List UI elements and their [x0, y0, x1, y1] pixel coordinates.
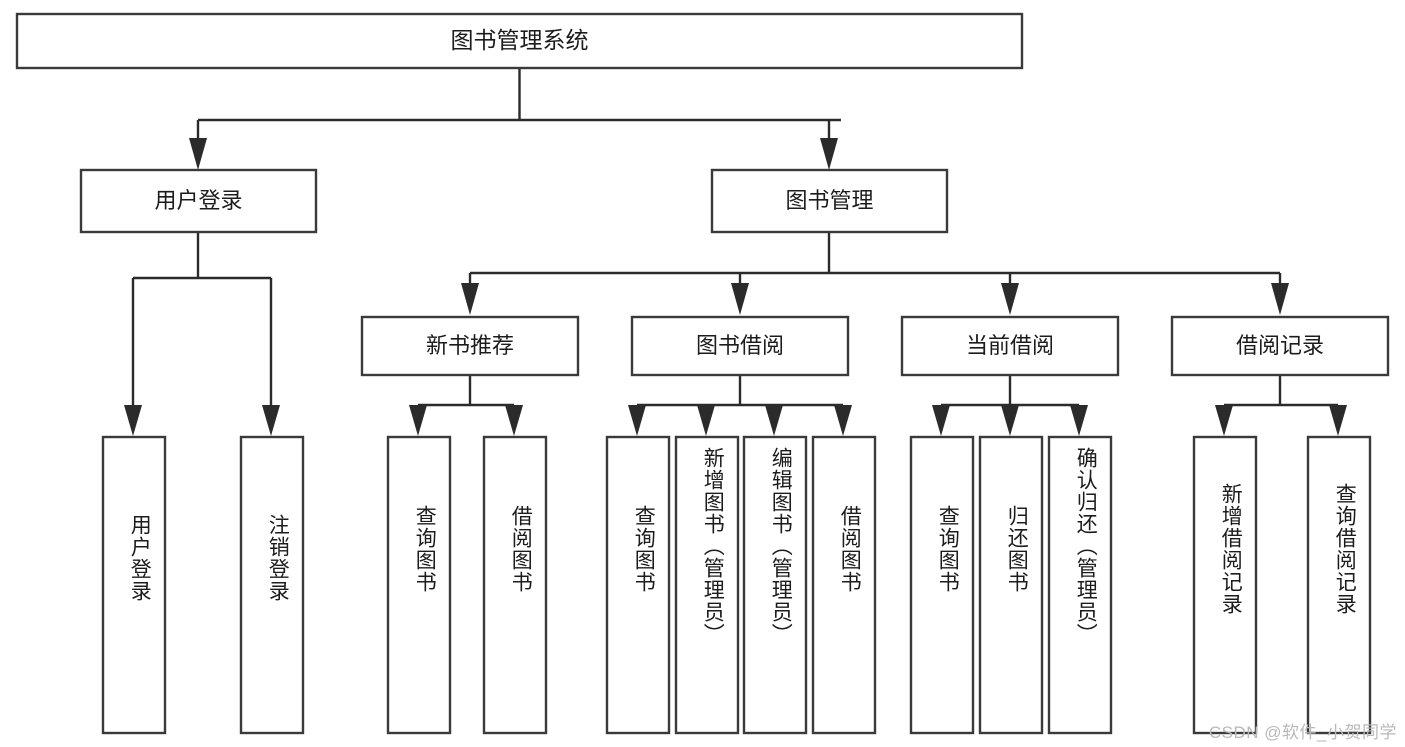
node-box-book-management[interactable] — [710, 168, 949, 234]
csdn-watermark: CSDN @软件_小贺同学 — [1208, 723, 1397, 742]
node-label-user-login: 用户登录 — [154, 188, 242, 213]
node-label-book-borrow: 图书借阅 — [696, 333, 784, 358]
arrow-head-borrow-record — [1271, 283, 1289, 315]
node-box-leaf-query-book-borrow[interactable] — [605, 435, 671, 735]
arrow-head-new-book-recommend — [461, 283, 479, 315]
node-label-borrow-record: 借阅记录 — [1236, 333, 1324, 358]
arrow-head-book-borrow — [731, 283, 749, 315]
node-box-root[interactable] — [15, 12, 1024, 70]
node-box-leaf-confirm-return[interactable] — [1047, 435, 1113, 735]
node-box-new-book-recommend[interactable] — [360, 315, 580, 377]
node-box-leaf-borrow-book[interactable] — [811, 435, 877, 735]
arrow-head-borrow-leaf-2 — [697, 405, 715, 436]
node-box-leaf-add-book[interactable] — [674, 435, 740, 735]
arrow-head-record-leaf-2 — [1329, 405, 1347, 436]
arrow-head-user-login — [189, 138, 207, 170]
node-box-leaf-edit-book[interactable] — [742, 435, 808, 735]
node-label-current-borrow: 当前借阅 — [966, 333, 1054, 358]
arrow-head-leaf-user-login — [124, 405, 142, 436]
node-box-current-borrow[interactable] — [900, 315, 1120, 377]
node-label-new-book-recommend: 新书推荐 — [426, 333, 514, 358]
node-box-leaf-add-borrow-record[interactable] — [1192, 435, 1258, 735]
connector-layer — [124, 68, 1347, 436]
node-box-leaf-query-book-recommend[interactable] — [386, 435, 452, 735]
node-box-leaf-query-borrow-record[interactable] — [1306, 435, 1372, 735]
arrow-head-borrow-leaf-4 — [834, 405, 852, 436]
arrow-head-borrow-leaf-1 — [628, 405, 646, 436]
arrow-head-current-leaf-2 — [1001, 405, 1019, 436]
node-box-leaf-borrow-book-recommend[interactable] — [482, 435, 548, 735]
arrow-head-leaf-logout — [262, 405, 280, 436]
node-layer: 图书管理系统 用户登录 图书管理 新书推荐 图书借阅 当前借阅 借阅记录 — [15, 12, 1390, 735]
node-box-borrow-record[interactable] — [1170, 315, 1390, 377]
arrow-head-book-mgmt — [820, 138, 838, 170]
node-label-root: 图书管理系统 — [451, 27, 589, 53]
arrow-head-recommend-leaf-1 — [409, 405, 427, 436]
node-box-book-borrow[interactable] — [630, 315, 850, 377]
node-box-leaf-query-book-current[interactable] — [909, 435, 975, 735]
node-box-user-login[interactable] — [79, 168, 318, 234]
arrow-head-current-borrow — [1001, 283, 1019, 315]
arrow-head-current-leaf-3 — [1070, 405, 1088, 436]
node-box-leaf-user-login[interactable] — [101, 435, 167, 735]
arrow-head-borrow-leaf-3 — [765, 405, 783, 436]
arrow-head-current-leaf-1 — [932, 405, 950, 436]
node-label-book-management: 图书管理 — [785, 188, 873, 213]
arrow-head-recommend-leaf-2 — [505, 405, 523, 436]
arrow-head-record-leaf-1 — [1215, 405, 1233, 436]
node-box-leaf-logout[interactable] — [239, 435, 305, 735]
node-box-leaf-return-book[interactable] — [978, 435, 1044, 735]
